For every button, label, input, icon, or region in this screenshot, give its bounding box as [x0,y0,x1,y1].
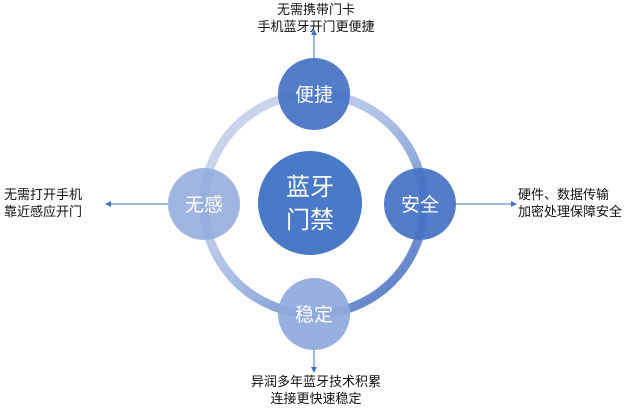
node-right-label: 安全 [401,194,439,216]
center-circle [258,151,362,255]
note-top: 无需携带门卡 手机蓝牙开门更便捷 [236,2,396,36]
note-right-line1: 硬件、数据传输 [518,188,610,203]
note-left-line1: 无需打开手机 [4,188,83,203]
note-top-line1: 无需携带门卡 [276,3,355,18]
note-bottom-line2: 连接更快速稳定 [270,392,362,407]
node-top-label: 便捷 [295,84,333,106]
note-left: 无需打开手机 靠近感应开门 [4,187,82,221]
node-bottom-label: 稳定 [295,304,333,326]
note-right-line2: 加密处理保障安全 [518,205,623,220]
note-top-line2: 手机蓝牙开门更便捷 [257,20,375,35]
node-left-label: 无感 [185,194,223,216]
note-bottom: 异润多年蓝牙技术积累 连接更快速稳定 [236,374,396,408]
center-label-line2: 门禁 [286,206,334,234]
note-right: 硬件、数据传输 加密处理保障安全 [518,187,622,221]
node-top-circle [278,58,350,130]
note-bottom-line1: 异润多年蓝牙技术积累 [250,375,381,390]
node-right-circle [384,168,456,240]
ring-gradient-arc [199,89,429,319]
note-left-line2: 靠近感应开门 [4,205,83,220]
node-left-circle [168,168,240,240]
center-label-line1: 蓝牙 [286,173,334,201]
node-bottom-circle [278,278,350,350]
